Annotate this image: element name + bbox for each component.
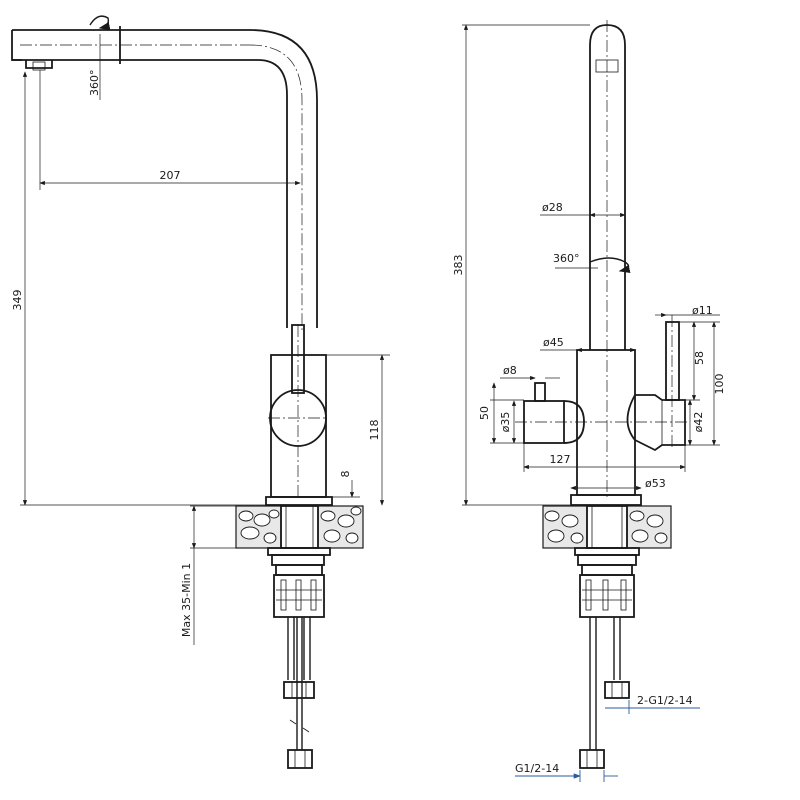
front-spout xyxy=(589,20,626,500)
front-lever-total-label: 100 xyxy=(713,374,726,395)
side-reach-label: 207 xyxy=(160,169,181,182)
side-swivel-arrow-icon xyxy=(89,15,111,100)
front-view: 383 ø28 360° xyxy=(452,20,726,782)
side-mounting-assembly xyxy=(271,554,325,769)
side-total-height-dimension xyxy=(20,71,270,506)
front-swivel-angle-label: 360° xyxy=(553,252,580,265)
side-body xyxy=(265,324,333,506)
side-countertop xyxy=(235,505,364,556)
side-total-height-label: 349 xyxy=(11,290,24,311)
side-deck-thickness-dimension xyxy=(190,505,236,645)
front-overall-height-dimension xyxy=(462,24,590,506)
front-width-label: 127 xyxy=(550,453,571,466)
front-lever-dimensions xyxy=(655,312,720,446)
side-body-height-dimension xyxy=(326,354,390,506)
front-hose-thread-label: 2-G1/2-14 xyxy=(637,694,693,707)
front-side-knob-dimensions xyxy=(490,382,524,444)
front-width-dimension xyxy=(523,443,686,472)
front-swivel-arrow-icon xyxy=(555,257,631,274)
side-reach-dimension xyxy=(39,70,301,190)
front-inlet-thread-dimension xyxy=(515,770,618,782)
front-handle-diameter-label: ø42 xyxy=(692,412,705,433)
side-deck-thickness-label: Max 35-Min 1 xyxy=(180,563,193,637)
side-view: 360° 207 349 118 xyxy=(11,15,390,769)
front-inlet-thread-label: G1/2-14 xyxy=(515,762,559,775)
front-hose-thread-dimension xyxy=(605,700,700,714)
front-overall-height-label: 383 xyxy=(452,255,465,276)
front-body-diameter-label: ø45 xyxy=(543,336,564,349)
front-mounting-assembly xyxy=(577,554,637,769)
front-body xyxy=(515,315,690,496)
front-base-diameter-label: ø53 xyxy=(645,477,666,490)
front-base xyxy=(570,485,642,506)
side-swivel-angle-label: 360° xyxy=(88,70,101,97)
side-base-height-label: 8 xyxy=(339,471,352,478)
front-lever-diameter-label: ø11 xyxy=(692,304,713,317)
side-body-height-label: 118 xyxy=(368,420,381,441)
front-lever-length-label: 58 xyxy=(693,351,706,365)
front-side-knob-height-label: 50 xyxy=(478,406,491,420)
front-countertop xyxy=(542,505,672,556)
side-spout xyxy=(11,26,318,330)
side-base-height-dimension xyxy=(332,480,360,498)
front-side-knob-diameter-label: ø35 xyxy=(499,412,512,433)
front-button-diameter-label: ø8 xyxy=(503,364,517,377)
front-spout-diameter-label: ø28 xyxy=(542,201,563,214)
